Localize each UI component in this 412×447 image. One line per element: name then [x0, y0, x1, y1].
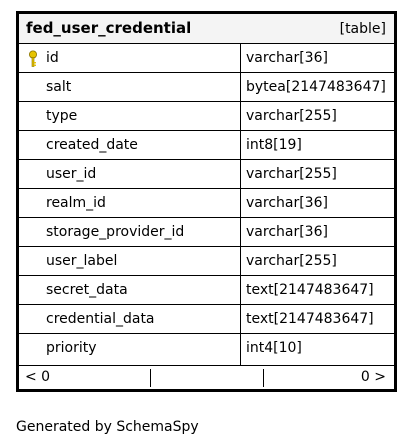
column-row-realm-id: realm_id varchar[36] [19, 189, 394, 218]
column-name: realm_id [46, 195, 106, 211]
column-row-storage-provider-id: storage_provider_id varchar[36] [19, 218, 394, 247]
column-row-type: type varchar[255] [19, 102, 394, 131]
column-name-cell: type [19, 102, 241, 130]
child-count: 0 > [360, 369, 386, 385]
column-name: priority [46, 340, 97, 356]
column-name: credential_data [46, 311, 155, 327]
column-name-cell: realm_id [19, 189, 241, 217]
column-name: id [46, 50, 59, 66]
entity-table: fed_user_credential [table] id varchar[3… [16, 11, 397, 392]
column-name-cell: user_label [19, 247, 241, 275]
column-type: varchar[255] [246, 253, 337, 269]
table-header: fed_user_credential [table] [19, 14, 394, 44]
column-type: int8[19] [246, 137, 302, 153]
column-name: type [46, 108, 78, 124]
column-type: bytea[2147483647] [246, 79, 386, 95]
column-name-cell: credential_data [19, 305, 241, 333]
footer-divider [150, 369, 151, 387]
column-row-salt: salt bytea[2147483647] [19, 73, 394, 102]
column-name-cell: salt [19, 73, 241, 101]
column-name-cell: storage_provider_id [19, 218, 241, 246]
column-name-cell: created_date [19, 131, 241, 159]
column-name-cell: priority [19, 334, 241, 365]
column-name-cell: user_id [19, 160, 241, 188]
column-name-cell: id [19, 44, 241, 72]
column-name: user_id [46, 166, 97, 182]
column-type: varchar[36] [246, 195, 328, 211]
table-footer: < 0 0 > [19, 366, 394, 389]
column-name: storage_provider_id [46, 224, 185, 240]
column-type: varchar[36] [246, 224, 328, 240]
column-type: varchar[255] [246, 108, 337, 124]
footer-divider [263, 369, 264, 387]
column-row-credential-data: credential_data text[2147483647] [19, 305, 394, 334]
table-name: fed_user_credential [26, 19, 192, 37]
column-row-user-id: user_id varchar[255] [19, 160, 394, 189]
column-type: varchar[255] [246, 166, 337, 182]
key-icon [29, 50, 37, 67]
column-type: int4[10] [246, 340, 302, 356]
generated-by-label: Generated by SchemaSpy [16, 419, 199, 435]
column-name: salt [46, 79, 72, 95]
parent-count: < 0 [25, 369, 51, 385]
column-name: created_date [46, 137, 138, 153]
table-kind-label: [table] [339, 21, 386, 37]
column-name-cell: secret_data [19, 276, 241, 304]
column-type: varchar[36] [246, 50, 328, 66]
column-row-created-date: created_date int8[19] [19, 131, 394, 160]
column-row-priority: priority int4[10] [19, 334, 394, 366]
column-row-secret-data: secret_data text[2147483647] [19, 276, 394, 305]
column-type: text[2147483647] [246, 282, 374, 298]
column-row-user-label: user_label varchar[255] [19, 247, 394, 276]
column-name: user_label [46, 253, 118, 269]
column-type: text[2147483647] [246, 311, 374, 327]
column-name: secret_data [46, 282, 128, 298]
column-row-id: id varchar[36] [19, 44, 394, 73]
